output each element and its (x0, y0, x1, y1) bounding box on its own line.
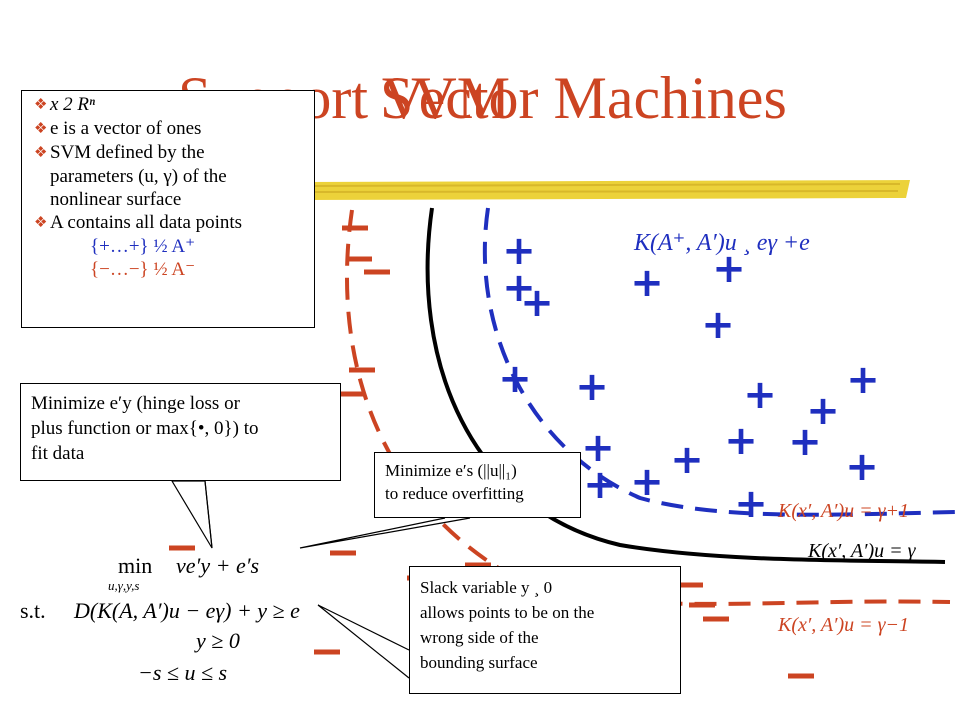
slack-variable-box: Slack variable y ¸ 0 allows points to be… (409, 566, 681, 694)
minus-point (314, 649, 340, 655)
minus-point (339, 391, 365, 397)
plus-point: + (846, 357, 880, 403)
def-line-7: {+…+} ½ A⁺ (90, 236, 196, 257)
plus-point: + (845, 444, 879, 490)
plus-point: + (575, 364, 609, 410)
slack-line-1: Slack variable y ¸ 0 (420, 578, 553, 597)
formula-st: s.t. (20, 598, 46, 623)
plus-point: + (581, 425, 615, 471)
label-plus-surface: K(x′, A′)u = γ+1 (778, 500, 910, 522)
formula-min: min (118, 553, 153, 578)
def-line-6: A contains all data points (50, 212, 243, 233)
formula-variables: u,γ,y,s (108, 578, 140, 593)
formula-constraint-3: −s ≤ u ≤ s (138, 660, 228, 685)
plus-point: + (701, 302, 735, 348)
plus-point: + (670, 437, 704, 483)
plus-point: + (734, 481, 768, 527)
plus-point: + (498, 356, 532, 402)
hinge-line-1: Minimize e′y (hinge loss or (31, 393, 240, 414)
separating-surface (425, 207, 946, 564)
label-plus-class-constraint: K(A⁺, A′)u ¸ eγ +e (634, 230, 810, 256)
plus-point: + (583, 462, 617, 508)
plus-point: + (630, 459, 664, 505)
plus-point: + (630, 260, 664, 306)
overfitting-box: Minimize e′s (||u||₁) to reduce overfitt… (374, 452, 581, 518)
slack-line-3: wrong side of the (420, 628, 539, 647)
minus-point (349, 367, 375, 373)
minus-point (788, 673, 814, 679)
plus-point: + (712, 246, 746, 292)
slack-line-4: bounding surface (420, 653, 538, 672)
hinge-line-2: plus function or max{•, 0}) to (31, 418, 259, 439)
plus-points-group: +++++++++++++++++++ (498, 228, 880, 527)
def-line-8: {−…−} ½ A⁻ (90, 259, 196, 280)
plus-point: + (724, 418, 758, 464)
formula-constraint-1: D(K(A, A′)u − eγ) + y ≥ e (74, 598, 300, 623)
minus-point (465, 562, 491, 568)
plus-point: + (520, 280, 554, 326)
overfit-line-2: to reduce overfitting (385, 484, 524, 503)
hinge-line-3: fit data (31, 443, 85, 464)
overfit-callout-pointer (299, 517, 471, 549)
minus-point (677, 582, 703, 588)
minus-point (703, 616, 729, 622)
minus-point (346, 256, 372, 262)
definitions-box: ❖x 2 Rⁿ ❖e is a vector of ones ❖SVM defi… (21, 90, 315, 328)
slack-callout-pointer (317, 604, 410, 679)
plus-point: + (806, 388, 840, 434)
def-line-3: SVM defined by the (50, 142, 205, 163)
plus-point: + (502, 228, 536, 274)
minus-point (330, 550, 356, 556)
diamond-bullet-icon: ❖ (34, 145, 48, 161)
minus-point (364, 269, 390, 275)
minus-point (342, 225, 368, 231)
def-line-1: x 2 Rⁿ (50, 94, 96, 115)
hinge-loss-box: Minimize e′y (hinge loss or plus functio… (20, 383, 341, 481)
yellow-underline-stroke (302, 180, 910, 200)
slack-line-2: allows points to be on the (420, 603, 595, 622)
def-line-5: nonlinear surface (50, 189, 182, 210)
formula-constraint-2: y ≥ 0 (196, 628, 240, 653)
diamond-bullet-icon: ❖ (34, 97, 48, 113)
diamond-bullet-icon: ❖ (34, 215, 48, 231)
plus-bounding-surface (482, 207, 956, 517)
minus-point (689, 602, 715, 608)
def-line-4: parameters (u, γ) of the (50, 166, 227, 187)
label-minus-surface: K(x′, A′)u = γ−1 (778, 614, 910, 636)
plus-point: + (743, 372, 777, 418)
minus-point (169, 545, 195, 551)
plus-point: + (502, 265, 536, 311)
formula-objective: νe′y + e′s (176, 553, 260, 578)
overfit-line-1: Minimize e′s (||u||₁) (385, 461, 517, 480)
plus-point: + (788, 419, 822, 465)
label-separating-surface: K(x′, A′)u = γ (808, 540, 916, 562)
def-line-2: e is a vector of ones (50, 118, 202, 139)
title-svm: SVM (380, 65, 511, 131)
diamond-bullet-icon: ❖ (34, 121, 48, 137)
